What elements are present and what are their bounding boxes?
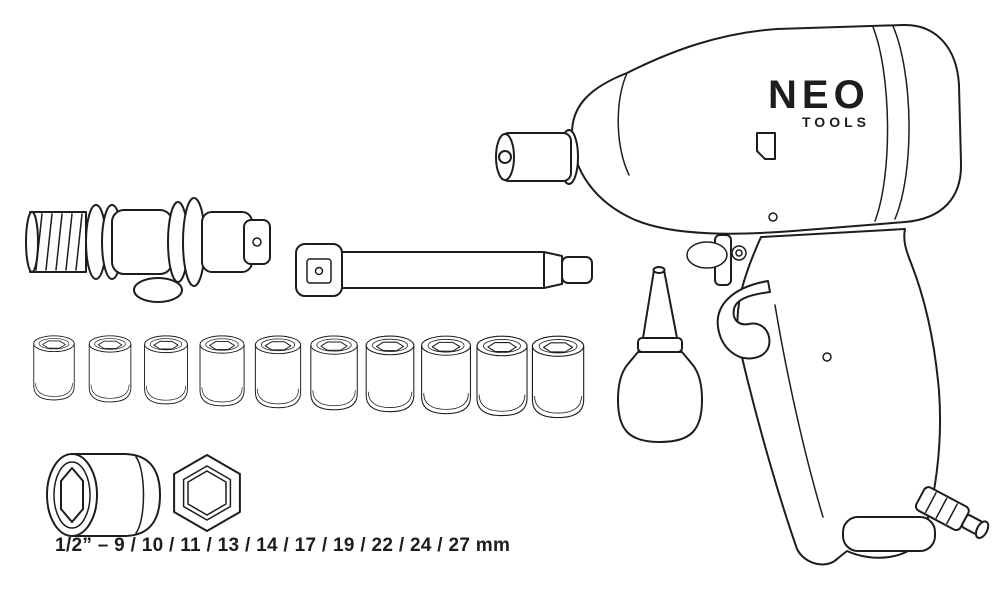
socket-top-view-drawing bbox=[173, 454, 241, 532]
socket-drawing bbox=[199, 335, 245, 407]
wrench-anvil bbox=[495, 129, 579, 185]
adapter-body bbox=[85, 197, 206, 303]
oil-bottle-body bbox=[617, 351, 703, 443]
extension-female-end bbox=[295, 243, 343, 297]
brand-tagline: TOOLS bbox=[802, 114, 870, 130]
socket-drawing bbox=[365, 335, 415, 413]
adapter-square-drive bbox=[201, 211, 271, 273]
large-socket-drawing bbox=[46, 453, 161, 537]
air-inlet-fitting bbox=[914, 486, 990, 540]
oil-bottle-spout bbox=[642, 269, 678, 339]
extension-male-end bbox=[543, 251, 593, 289]
oil-bottle-collar bbox=[637, 337, 683, 353]
socket-drawing bbox=[254, 335, 302, 409]
impact-wrench-drawing: NEO TOOLS bbox=[495, 23, 990, 566]
socket-drawing bbox=[531, 335, 585, 419]
adapter-thread bbox=[25, 211, 87, 273]
wrench-handle bbox=[736, 228, 942, 566]
socket-drawing bbox=[33, 335, 75, 401]
socket-drawing bbox=[310, 335, 358, 411]
size-caption: 1/2” – 9 / 10 / 11 / 13 / 14 / 17 / 19 /… bbox=[55, 535, 511, 556]
socket-row bbox=[33, 335, 585, 419]
neo-logo: NEO TOOLS bbox=[768, 73, 870, 130]
socket-drawing bbox=[476, 335, 528, 417]
oil-bottle-drawing bbox=[617, 266, 703, 443]
wrench-base-pad bbox=[842, 516, 936, 552]
socket-drawing bbox=[421, 335, 472, 415]
brand-name: NEO bbox=[768, 73, 870, 117]
extension-bar-drawing bbox=[295, 243, 593, 297]
socket-drawing bbox=[88, 335, 132, 403]
extension-shaft bbox=[341, 251, 545, 289]
adapter-drawing bbox=[25, 197, 271, 303]
socket-drawing bbox=[144, 335, 188, 405]
wrench-body bbox=[571, 23, 963, 269]
